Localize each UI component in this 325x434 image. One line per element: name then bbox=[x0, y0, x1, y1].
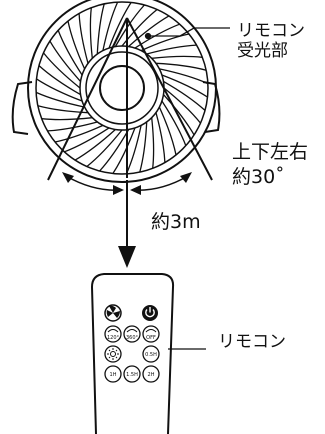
fan-rib bbox=[96, 3, 105, 55]
button-timer-0-5h-label: 0.5H bbox=[145, 352, 157, 358]
fan-rib bbox=[155, 112, 166, 163]
fan-rib bbox=[151, 55, 203, 59]
angle-range-label: 上下左右 bbox=[232, 141, 309, 163]
fan-rib bbox=[49, 40, 81, 82]
fan-rib bbox=[161, 74, 208, 98]
fan-rib bbox=[121, 8, 158, 47]
button-timer-2h-label: 2H bbox=[148, 372, 155, 378]
receiver-label-line1: リモコン bbox=[237, 21, 305, 41]
fan-rib bbox=[151, 117, 155, 169]
fan-rib bbox=[41, 117, 93, 121]
fan-rib bbox=[112, 127, 136, 174]
button-timer-1h-label: 1H bbox=[110, 372, 117, 378]
remote-label: リモコン bbox=[218, 332, 286, 352]
fan-rib bbox=[57, 30, 83, 76]
fan-rib bbox=[134, 23, 180, 49]
remote-control: 120° 360° OFF 0.5H 1H 1.5H bbox=[90, 273, 206, 434]
fan-rib bbox=[86, 129, 123, 168]
button-timer-2h[interactable]: 2H bbox=[142, 365, 160, 383]
fan-rib bbox=[89, 7, 93, 59]
button-swing-120[interactable]: 120° bbox=[104, 325, 122, 343]
button-swing-off[interactable]: OFF bbox=[142, 325, 160, 343]
fan-hub bbox=[99, 65, 145, 111]
button-timer-1h[interactable]: 1H bbox=[104, 365, 122, 383]
fan-rib bbox=[158, 106, 177, 156]
fan-rib bbox=[159, 68, 209, 85]
fan-rib bbox=[35, 91, 85, 108]
fan-rib bbox=[36, 78, 83, 102]
fan-rib bbox=[67, 20, 86, 70]
angle-value-label: 約30˚ bbox=[232, 166, 285, 188]
fan-rib bbox=[139, 121, 148, 173]
fan-icon[interactable] bbox=[104, 304, 122, 322]
fan-rib bbox=[128, 15, 170, 47]
fan-rib bbox=[78, 13, 89, 64]
fan-rib bbox=[161, 100, 187, 146]
fan-rib bbox=[37, 105, 89, 114]
fan-rib bbox=[74, 129, 116, 161]
button-swing-360[interactable]: 360° bbox=[123, 325, 141, 343]
button-swing-120-label: 120° bbox=[107, 335, 120, 341]
fan-rib bbox=[155, 62, 207, 71]
button-swing-off-label: OFF bbox=[146, 335, 156, 341]
swing-icon bbox=[107, 329, 119, 333]
fan-rib bbox=[163, 80, 206, 111]
receiver-label: リモコン 受光部 bbox=[237, 21, 305, 61]
receiver-pointer bbox=[144, 27, 230, 40]
receiver-label-line2: 受光部 bbox=[237, 40, 288, 61]
light-icon[interactable] bbox=[104, 345, 122, 363]
fan-stand-left bbox=[11, 81, 33, 135]
fan-rib bbox=[163, 87, 202, 124]
button-timer-1-5h-label: 1.5H bbox=[126, 372, 138, 378]
fan-rib bbox=[54, 124, 104, 143]
fan-rib bbox=[38, 65, 81, 96]
button-swing-360-label: 360° bbox=[126, 335, 139, 341]
distance-label: 約3m bbox=[151, 211, 201, 233]
button-timer-0-5h[interactable]: 0.5H bbox=[142, 345, 160, 363]
timer-off-icon bbox=[145, 329, 157, 333]
fan-rib bbox=[140, 33, 190, 52]
angle-arrowheads bbox=[62, 172, 192, 195]
fan bbox=[11, 0, 221, 183]
fan-grille-outer bbox=[27, 0, 217, 183]
fan-rib bbox=[146, 44, 197, 55]
fan-rib bbox=[47, 121, 98, 132]
fan-rib bbox=[108, 2, 132, 49]
fan-rib bbox=[102, 1, 119, 51]
fan-rib bbox=[64, 127, 110, 153]
fan-rib bbox=[42, 52, 81, 89]
power-icon[interactable] bbox=[142, 305, 158, 321]
fan-rib bbox=[163, 94, 195, 136]
reception-cone bbox=[47, 17, 213, 181]
distance-arrow bbox=[118, 180, 136, 268]
button-timer-1-5h[interactable]: 1.5H bbox=[123, 365, 141, 383]
